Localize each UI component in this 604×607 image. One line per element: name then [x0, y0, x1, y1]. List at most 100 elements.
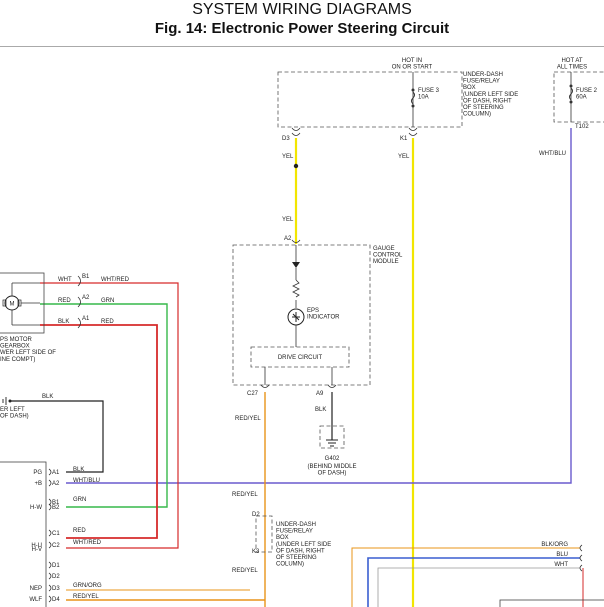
svg-text:RED/YEL: RED/YEL [73, 594, 99, 600]
svg-text:GRN: GRN [73, 497, 86, 503]
svg-text:RED: RED [73, 528, 86, 534]
eps-motor-box [0, 272, 45, 334]
wire-wht-blu [66, 128, 572, 484]
svg-text:BLK: BLK [58, 319, 69, 325]
connector-row: H-W B2 [30, 503, 60, 511]
svg-text:WHT: WHT [58, 277, 72, 283]
pin-k3: K3 [252, 549, 260, 555]
svg-text:GRN/ORG: GRN/ORG [73, 583, 102, 589]
svg-text:M: M [10, 302, 15, 308]
wire-label-red-yel-3: RED/YEL [232, 568, 258, 574]
eps-control-unit-box [0, 461, 47, 607]
wire-red [40, 324, 158, 539]
gauge-control-module-box [232, 244, 371, 386]
wire-blk-pg [10, 400, 104, 473]
wire-blk-org [351, 547, 580, 607]
svg-text:GRN: GRN [101, 298, 114, 304]
svg-text:B1: B1 [52, 500, 60, 506]
pin-c27: C27 [247, 391, 259, 397]
svg-text:A2: A2 [52, 481, 60, 487]
svg-text:D2: D2 [52, 574, 60, 580]
svg-text:+B: +B [34, 481, 42, 487]
wire-wht-red [40, 282, 179, 549]
splice-dot [293, 163, 299, 169]
fuse-2-icon [569, 87, 573, 101]
connector-row: WLF D4 RED/YEL [29, 594, 99, 603]
svg-text:D1: D1 [52, 563, 60, 569]
pin-a2: A2 [284, 236, 292, 242]
connector-row: C1 RED [48, 528, 86, 537]
svg-text:H-W: H-W [30, 505, 42, 511]
ground-g402-box [319, 425, 345, 449]
svg-text:WLF: WLF [29, 597, 42, 603]
svg-text:B2: B2 [52, 505, 60, 511]
right-fuse-box [553, 71, 604, 123]
connector-row: +B A2 WHT/BLU [34, 478, 100, 487]
connector-k1-icon [408, 127, 418, 136]
ground-left-icon [2, 397, 7, 405]
wire-label-red-yel-1: RED/YEL [235, 416, 261, 422]
wire-grn [40, 303, 168, 508]
svg-text:WHT/RED: WHT/RED [101, 277, 130, 283]
connector-c27-icon [260, 384, 270, 388]
connector-d3-icon [291, 127, 301, 136]
drive-circuit-label: DRIVE CIRCUIT [278, 355, 323, 361]
svg-text:WHT/RED: WHT/RED [73, 540, 102, 546]
wire-label-yel-1: YEL [282, 154, 294, 160]
bottom-fuse-box [255, 515, 273, 553]
connector-row: D2 [48, 572, 60, 580]
drive-circuit-box [250, 346, 350, 368]
svg-text:C1: C1 [52, 531, 60, 537]
svg-text:RED: RED [101, 319, 114, 325]
connector-row: H-V [32, 547, 42, 553]
svg-text:A1: A1 [82, 316, 90, 322]
diagram-subtitle: Fig. 14: Electronic Power Steering Circu… [154, 20, 450, 37]
pin-t102: T102 [575, 124, 589, 130]
pin-k1: K1 [400, 136, 408, 142]
svg-text:D4: D4 [52, 597, 60, 603]
resistor-icon [292, 279, 300, 298]
top-fuse-box [277, 71, 463, 128]
diagram-header: SYSTEM WIRING DIAGRAMS Fig. 14: Electron… [0, 0, 604, 47]
wire-label-blk: BLK [315, 407, 326, 413]
svg-text:A1: A1 [52, 470, 60, 476]
svg-text:WHT/BLU: WHT/BLU [73, 478, 100, 484]
pin-a9: A9 [316, 391, 324, 397]
svg-text:H-V: H-V [32, 547, 42, 553]
ground-id: G402 [325, 456, 340, 462]
right-wire-label: BLK/ORG [541, 542, 568, 548]
connector-row: D1 [48, 561, 60, 569]
diagram-title: SYSTEM WIRING DIAGRAMS [192, 1, 412, 18]
svg-text:C2: C2 [52, 543, 60, 549]
svg-text:B1: B1 [82, 274, 90, 280]
svg-text:RED: RED [58, 298, 71, 304]
right-lower-box [499, 599, 604, 607]
fuse-3-icon [411, 91, 415, 105]
wire-label-yel-2: YEL [398, 154, 410, 160]
pin-d2: D2 [252, 512, 260, 518]
wire-wht [377, 567, 580, 607]
motor-wire-row-3: BLK A1 RED [58, 316, 114, 329]
wire-label-wht-blu: WHT/BLU [539, 151, 566, 157]
wire-label-blk-2: BLK [42, 394, 53, 400]
wire-blu [367, 557, 580, 607]
svg-text:NEP: NEP [30, 586, 42, 592]
ground-icon [326, 439, 338, 447]
right-wire-label: BLU [556, 552, 568, 558]
svg-text:D3: D3 [52, 586, 60, 592]
diode-icon [292, 262, 300, 268]
